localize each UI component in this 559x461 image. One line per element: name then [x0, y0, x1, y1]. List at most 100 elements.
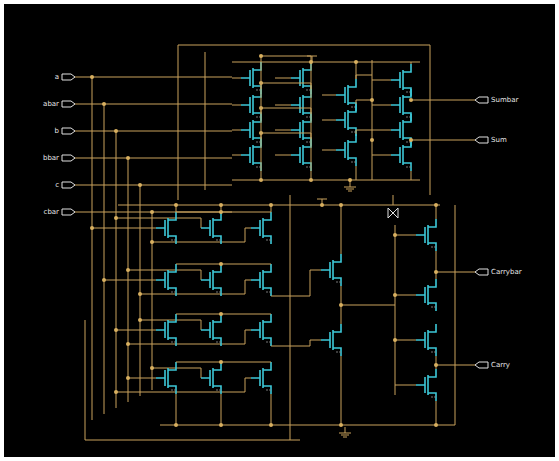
mosfet-symbol — [291, 114, 311, 146]
junction-dot — [259, 178, 263, 182]
wire — [455, 205, 456, 425]
device-dot — [269, 291, 271, 293]
wire — [232, 78, 241, 79]
ground-symbol — [339, 427, 351, 437]
device-dot — [406, 166, 408, 168]
mosfet-symbol — [201, 264, 221, 296]
junction-dot — [90, 75, 94, 79]
mosfet-symbol — [251, 362, 271, 394]
junction-dot — [150, 210, 154, 214]
wire — [128, 330, 251, 344]
device-dot — [434, 246, 436, 248]
mosfet-symbol — [391, 139, 411, 171]
device-dot — [216, 239, 218, 241]
wire — [221, 394, 222, 425]
device-dot — [434, 396, 436, 398]
junction-dot — [393, 338, 397, 342]
input-pin — [62, 74, 75, 80]
device-dot — [351, 161, 353, 163]
mosfet-symbol — [321, 254, 341, 286]
device-dot — [216, 291, 218, 293]
wire — [290, 195, 291, 440]
junction-dot — [434, 423, 438, 427]
device-dot — [266, 341, 268, 343]
wire — [372, 130, 391, 131]
junction-dot — [320, 203, 324, 207]
wire — [411, 62, 412, 64]
device-dot — [174, 341, 176, 343]
wire — [75, 185, 232, 186]
wire — [118, 205, 440, 206]
wire — [160, 425, 455, 426]
wire — [178, 45, 430, 195]
mosfet-symbol — [291, 89, 311, 121]
junction-dot — [354, 60, 358, 64]
device-dot — [434, 351, 436, 353]
junction-dot — [150, 240, 154, 244]
junction-dot — [309, 60, 313, 64]
wire — [116, 330, 156, 331]
mosfet-symbol — [251, 212, 271, 244]
wire — [232, 105, 241, 106]
device-dot — [434, 306, 436, 308]
wire — [436, 401, 437, 425]
device-dot — [174, 291, 176, 293]
junction-dot — [114, 216, 118, 220]
wire — [75, 104, 232, 105]
ground-symbol — [344, 181, 356, 191]
device-dot — [266, 291, 268, 293]
junction-dot — [219, 312, 223, 316]
wire — [356, 100, 372, 104]
device-dot — [431, 306, 433, 308]
junction-dot — [114, 129, 118, 133]
wire — [322, 150, 336, 151]
junction-dot — [126, 342, 130, 346]
device-dot — [219, 291, 221, 293]
output-pin — [475, 137, 488, 143]
junction-dot — [339, 423, 343, 427]
wire — [356, 75, 372, 79]
junction-dot — [126, 268, 130, 272]
mosfet-symbol — [156, 212, 176, 244]
junction-dot — [409, 98, 413, 102]
wire — [372, 105, 391, 106]
device-dot — [339, 351, 341, 353]
wire — [395, 340, 416, 341]
device-dot — [431, 246, 433, 248]
junction-dot — [90, 226, 94, 230]
junction-dot — [393, 233, 397, 237]
wire — [356, 130, 372, 134]
pin-label: a — [54, 73, 60, 81]
device-dot — [406, 141, 408, 143]
junction-dot — [339, 203, 343, 207]
wire — [395, 385, 416, 386]
wire — [104, 104, 105, 414]
mosfet-symbol — [156, 314, 176, 346]
wire — [271, 340, 321, 346]
junction-dot — [219, 262, 223, 266]
wire — [322, 95, 336, 96]
junction-dot — [150, 366, 154, 370]
mosfet-symbol — [241, 89, 261, 121]
mosfet-symbol — [251, 264, 271, 296]
junction-dot — [174, 203, 178, 207]
junction-dot — [219, 360, 223, 364]
wire — [411, 171, 412, 180]
pin-label: Sum — [490, 136, 508, 144]
mosfet-symbol — [391, 64, 411, 96]
mosfet-symbol — [156, 264, 176, 296]
device-dot — [336, 281, 338, 283]
wire — [152, 228, 251, 242]
wire — [395, 295, 416, 296]
wire — [261, 108, 311, 114]
device-dot — [351, 106, 353, 108]
junction-dot — [393, 293, 397, 297]
device-dot — [256, 141, 258, 143]
junction-dot — [126, 376, 130, 380]
input-pin — [62, 128, 75, 134]
output-pin — [475, 269, 488, 275]
wire — [75, 131, 232, 132]
junction-dot — [138, 292, 142, 296]
wire — [372, 80, 391, 81]
pin-label: abar — [42, 100, 60, 108]
